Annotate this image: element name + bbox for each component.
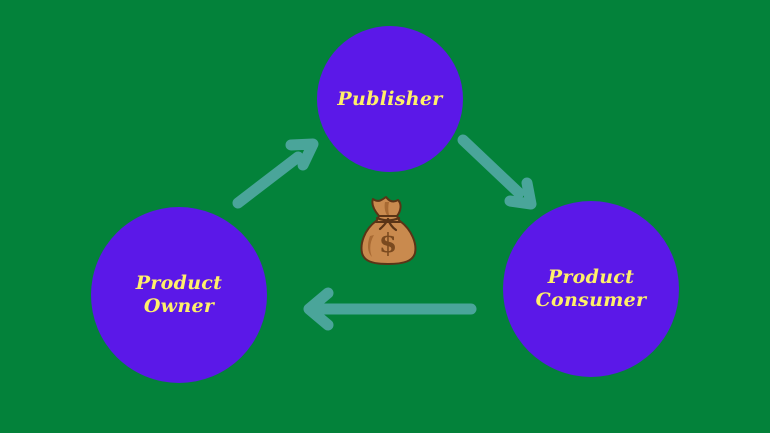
dollar-symbol: $ (379, 229, 397, 259)
product-consumer-label: Product Consumer (535, 266, 647, 311)
publisher-label: Publisher (337, 87, 443, 110)
arrow-consumer-to-owner (303, 287, 477, 331)
arrow-publisher-to-consumer (457, 134, 537, 210)
arrow-owner-to-publisher (232, 138, 319, 209)
product-owner-label: Product Owner (135, 272, 223, 317)
product-owner-node: Product Owner (91, 207, 267, 383)
product-consumer-node: Product Consumer (503, 201, 679, 377)
publisher-node: Publisher (317, 26, 463, 172)
money-bag-icon: $ (360, 196, 417, 265)
